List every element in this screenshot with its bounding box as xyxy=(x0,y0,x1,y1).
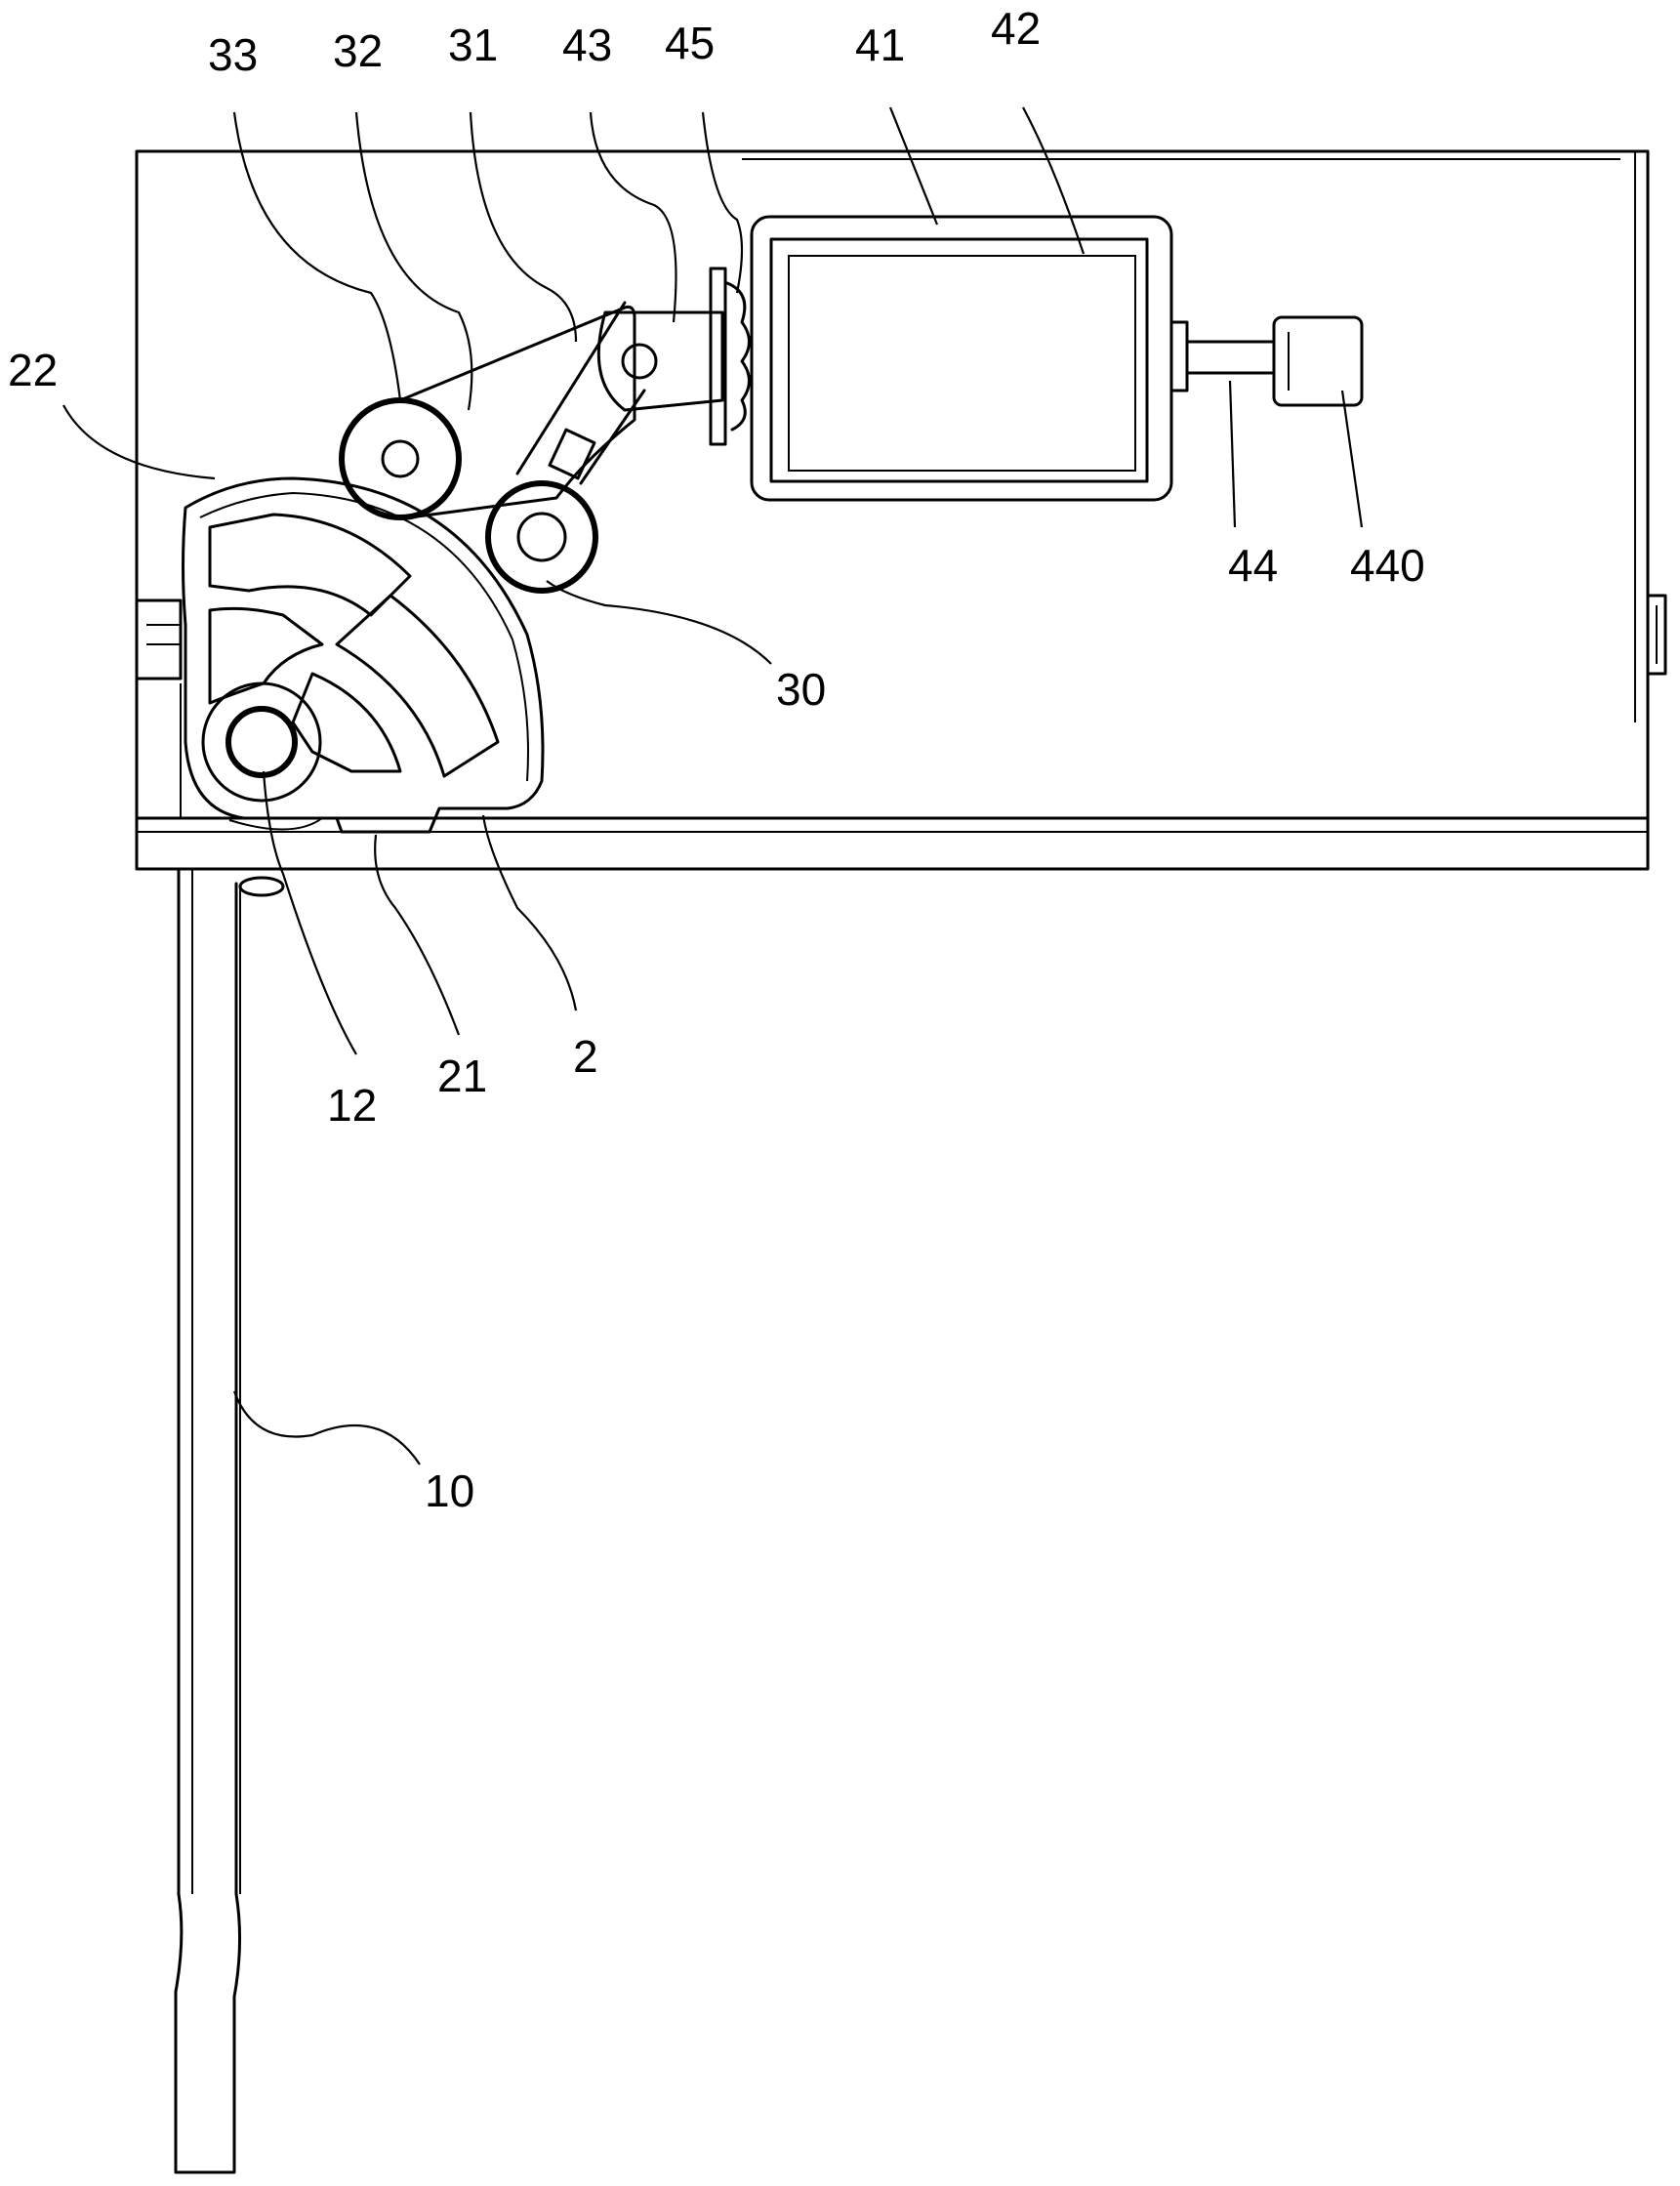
label-12: 12 xyxy=(327,1080,377,1131)
label-45: 45 xyxy=(665,18,715,68)
housing xyxy=(135,149,1667,871)
label-31: 31 xyxy=(448,20,498,70)
label-33: 33 xyxy=(208,29,258,80)
plunger xyxy=(1185,315,1364,407)
label-30: 30 xyxy=(776,664,826,715)
label-32: 32 xyxy=(333,25,383,76)
label-41: 41 xyxy=(855,20,905,70)
label-2: 2 xyxy=(573,1031,598,1082)
label-21: 21 xyxy=(437,1051,487,1101)
part-labels: 33 32 31 43 45 41 42 22 44 440 30 12 21 … xyxy=(8,3,1425,1516)
label-10: 10 xyxy=(425,1465,474,1516)
label-440: 440 xyxy=(1350,540,1425,591)
solenoid xyxy=(750,215,1189,502)
label-43: 43 xyxy=(562,20,612,70)
leader-lines xyxy=(62,106,1364,1465)
vertical-rod xyxy=(174,867,285,2174)
label-42: 42 xyxy=(991,3,1041,54)
label-22: 22 xyxy=(8,345,58,395)
linkage xyxy=(339,301,646,594)
label-44: 44 xyxy=(1228,540,1278,591)
sector-plate xyxy=(182,476,545,834)
clevis xyxy=(596,267,751,446)
